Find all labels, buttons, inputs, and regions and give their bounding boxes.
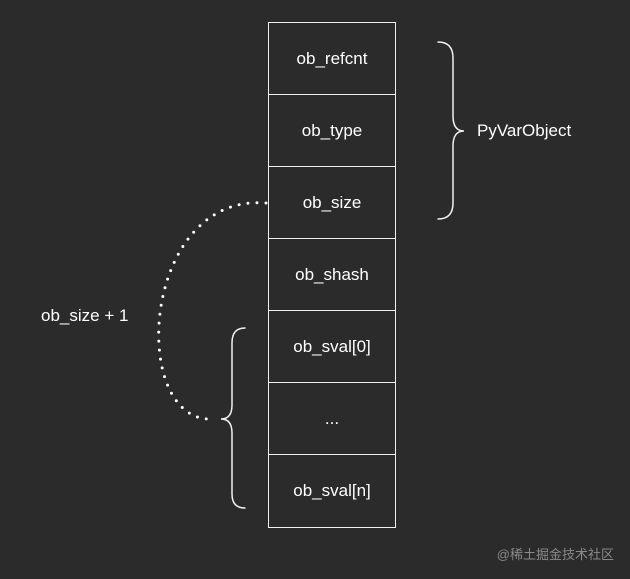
sval-brace (220, 327, 246, 509)
field-ob-sval-n: ob_sval[n] (269, 455, 395, 527)
memory-layout-stack: ob_refcnt ob_type ob_size ob_shash ob_sv… (268, 22, 396, 528)
field-ob-type: ob_type (269, 95, 395, 167)
watermark: @稀土掘金技术社区 (496, 547, 614, 562)
size-plus-one-label: ob_size + 1 (41, 306, 129, 325)
field-label: ob_size (302, 192, 362, 212)
field-label: ob_shash (295, 264, 369, 284)
field-label: ob_sval[0] (293, 336, 371, 356)
field-ob-sval-0: ob_sval[0] (269, 311, 395, 383)
field-ob-size: ob_size (269, 167, 395, 239)
pyvarobject-brace (437, 41, 465, 220)
field-label: ... (324, 408, 340, 428)
size-link-dotted-arc (157, 201, 268, 421)
field-label: ob_refcnt (296, 48, 368, 68)
field-label: ob_sval[n] (293, 481, 371, 500)
field-ob-shash: ob_shash (269, 239, 395, 311)
field-label: ob_type (301, 120, 363, 140)
pyvarobject-label: PyVarObject (477, 121, 572, 140)
field-ellipsis: ... (269, 383, 395, 455)
field-ob-refcnt: ob_refcnt (269, 23, 395, 95)
